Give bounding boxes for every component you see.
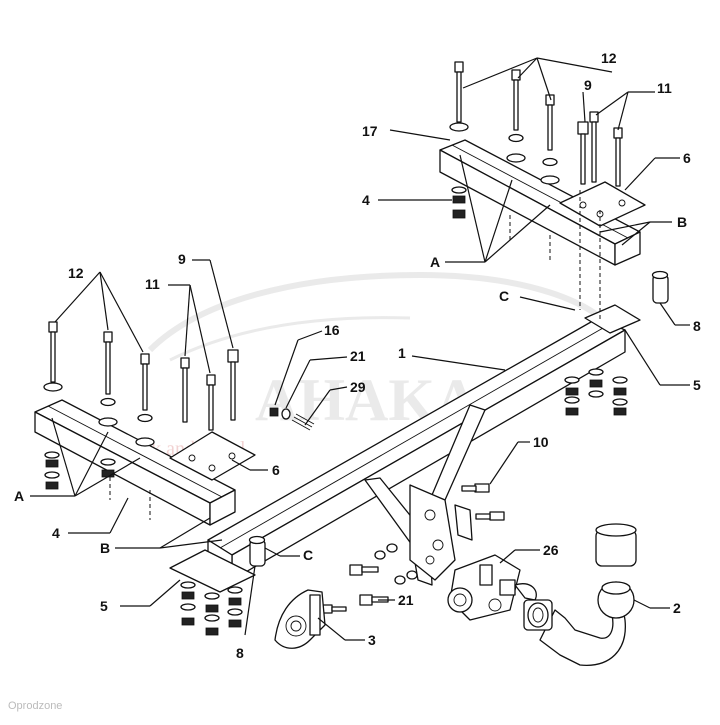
label-B-left: B xyxy=(100,540,110,556)
label-4-right: 4 xyxy=(362,192,370,208)
label-2: 2 xyxy=(673,600,681,616)
label-9-left: 9 xyxy=(178,251,186,267)
nuts-right xyxy=(451,186,628,416)
label-C-right: C xyxy=(499,288,509,304)
bolts-21 xyxy=(321,543,418,614)
label-12-right: 12 xyxy=(601,50,617,66)
spacer-tube-8-left xyxy=(248,535,266,567)
label-29: 29 xyxy=(350,379,366,395)
label-16: 16 xyxy=(324,322,340,338)
plate-6-right xyxy=(559,181,646,227)
label-B-right: B xyxy=(677,214,687,230)
label-21-lower: 21 xyxy=(398,592,414,608)
nuts-left xyxy=(44,451,243,636)
label-6-right: 6 xyxy=(683,150,691,166)
part-labels: 12 9 11 17 4 6 B A C 8 5 1 12 11 9 16 21… xyxy=(14,50,701,661)
coupling-lock-26 xyxy=(447,554,537,621)
small-hardware-16-21-29 xyxy=(269,407,315,431)
bolts-left xyxy=(43,321,239,447)
label-A-right: A xyxy=(430,254,440,270)
label-11-left: 11 xyxy=(145,276,160,292)
label-9-right: 9 xyxy=(584,77,592,93)
label-17: 17 xyxy=(362,123,378,139)
label-4-left: 4 xyxy=(52,525,60,541)
label-12-left: 12 xyxy=(68,265,84,281)
label-6-left: 6 xyxy=(272,462,280,478)
plate-5-right xyxy=(584,304,641,334)
label-21-upper: 21 xyxy=(350,348,366,364)
plate-6-left xyxy=(169,431,256,481)
label-11-right: 11 xyxy=(657,80,672,96)
label-8-right: 8 xyxy=(693,318,701,334)
label-A-left: A xyxy=(14,488,24,504)
footer-watermark: Oprodzone xyxy=(8,700,63,712)
label-5-right: 5 xyxy=(693,377,701,393)
label-3: 3 xyxy=(368,632,376,648)
label-5-left: 5 xyxy=(100,598,108,614)
leader-lines xyxy=(30,57,690,641)
tow-ball-2 xyxy=(523,523,637,666)
label-1: 1 xyxy=(398,345,406,361)
bolts-10 xyxy=(461,483,505,521)
label-8-left: 8 xyxy=(236,645,244,661)
plate-5-left xyxy=(169,549,256,593)
spacer-tube-8-right xyxy=(651,270,669,304)
label-10: 10 xyxy=(533,434,549,450)
label-C-left: C xyxy=(303,547,313,563)
tow-bracket xyxy=(364,404,486,586)
bolts-right xyxy=(449,61,623,187)
label-26: 26 xyxy=(543,542,559,558)
